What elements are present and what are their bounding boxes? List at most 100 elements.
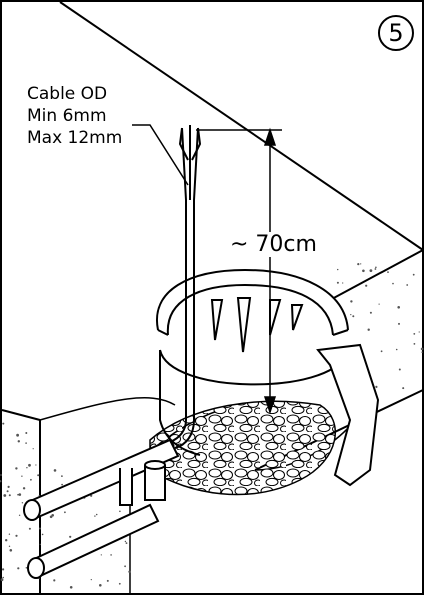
speckle bbox=[2, 576, 4, 579]
speckle bbox=[95, 513, 98, 516]
speckle bbox=[420, 347, 424, 351]
cable-leader bbox=[132, 124, 189, 186]
speckle bbox=[357, 263, 360, 266]
speckle bbox=[397, 306, 401, 309]
speckle bbox=[406, 284, 409, 286]
speckle bbox=[360, 263, 362, 265]
speckle bbox=[25, 432, 28, 434]
speckle bbox=[118, 582, 121, 585]
speckle bbox=[365, 284, 368, 287]
speckle bbox=[100, 554, 102, 556]
cable bbox=[169, 125, 202, 449]
speckle bbox=[9, 549, 13, 552]
speckle bbox=[15, 467, 18, 470]
speckle bbox=[350, 314, 352, 316]
speckle bbox=[352, 315, 355, 318]
speckle bbox=[119, 510, 121, 513]
speckle bbox=[1, 568, 5, 571]
drain-pipes bbox=[23, 438, 180, 579]
speckle bbox=[90, 494, 93, 497]
speckle bbox=[395, 348, 398, 351]
cable-spec-line-3: Max 12mm bbox=[27, 128, 123, 148]
speckle bbox=[22, 487, 26, 490]
speckle bbox=[387, 271, 389, 273]
speckle bbox=[61, 483, 63, 486]
speckle bbox=[350, 300, 353, 303]
speckle bbox=[18, 514, 21, 516]
speckle bbox=[28, 463, 31, 467]
speckle bbox=[124, 565, 126, 568]
speckle bbox=[0, 480, 2, 483]
cable-spec-line-1: Cable OD bbox=[27, 84, 108, 104]
speckle bbox=[392, 282, 394, 285]
speckle bbox=[402, 387, 405, 390]
speckle bbox=[342, 282, 344, 284]
speckle bbox=[6, 490, 9, 493]
speckle bbox=[0, 474, 2, 476]
speckle bbox=[30, 478, 32, 481]
speckle bbox=[25, 567, 28, 569]
speckle bbox=[369, 269, 373, 272]
speckle bbox=[0, 578, 4, 582]
speckle bbox=[26, 467, 28, 469]
chamber bbox=[155, 268, 380, 487]
speckle bbox=[375, 385, 378, 388]
speckle bbox=[128, 570, 131, 573]
speckle bbox=[39, 527, 41, 530]
speckle bbox=[51, 514, 54, 517]
speckle bbox=[53, 469, 57, 472]
speckle bbox=[413, 343, 416, 345]
speckle bbox=[337, 268, 339, 271]
speckle bbox=[15, 534, 18, 537]
speckle bbox=[7, 485, 10, 488]
speckle bbox=[375, 266, 377, 269]
speckle bbox=[369, 311, 372, 314]
speckle bbox=[413, 333, 416, 335]
speckle bbox=[378, 303, 380, 305]
gravel-bed bbox=[149, 400, 336, 496]
speckle bbox=[380, 350, 383, 353]
speckle bbox=[35, 464, 37, 466]
speckle bbox=[94, 515, 96, 517]
depth-label: ~ 70cm bbox=[228, 232, 319, 257]
speckle bbox=[5, 539, 8, 542]
speckle bbox=[398, 368, 401, 371]
speckle bbox=[421, 351, 423, 353]
speckle bbox=[32, 448, 34, 450]
depth-dimension bbox=[196, 127, 282, 415]
speckle bbox=[3, 494, 7, 497]
speckle bbox=[17, 440, 20, 443]
speckle bbox=[8, 494, 11, 497]
speckle bbox=[8, 545, 11, 547]
speckle bbox=[18, 493, 22, 496]
speckle bbox=[106, 579, 109, 582]
speckle bbox=[110, 554, 112, 556]
speckle bbox=[25, 442, 27, 444]
speckle bbox=[2, 422, 5, 425]
speckle bbox=[41, 533, 44, 536]
speckle bbox=[64, 511, 66, 514]
speckle bbox=[53, 579, 56, 582]
speckle bbox=[69, 586, 73, 589]
speckle bbox=[418, 331, 420, 333]
speckle bbox=[362, 269, 365, 273]
speckle bbox=[398, 322, 400, 325]
speckle bbox=[124, 540, 127, 543]
speckle bbox=[367, 328, 370, 331]
speckle bbox=[125, 542, 128, 544]
speckle bbox=[17, 493, 19, 496]
speckle bbox=[8, 533, 11, 535]
speckle bbox=[374, 268, 377, 270]
cable-spec-line-2: Min 6mm bbox=[27, 106, 107, 126]
speckle bbox=[37, 474, 40, 477]
speckle bbox=[90, 579, 92, 581]
speckle bbox=[16, 433, 19, 437]
speckle bbox=[69, 535, 72, 538]
speckle bbox=[39, 543, 41, 546]
step-number-badge: 5 bbox=[378, 15, 414, 51]
speckle bbox=[28, 527, 31, 530]
speckle bbox=[61, 475, 63, 477]
speckle bbox=[17, 567, 20, 570]
